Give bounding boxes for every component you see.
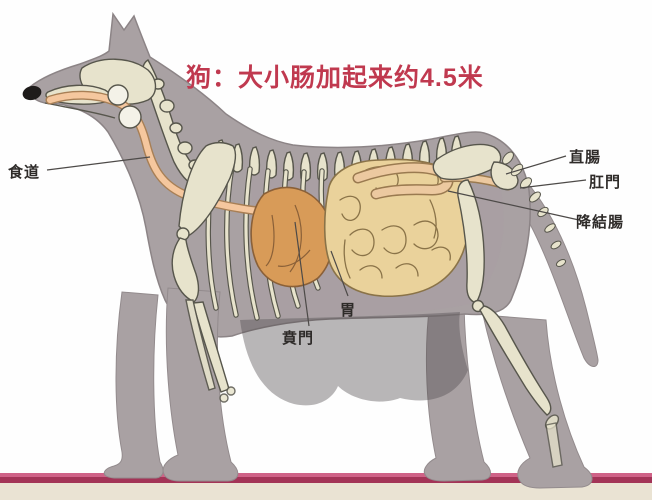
skeleton-jaw-joints [107,84,142,129]
scapula-bone [178,141,237,237]
rectum-leader-line [505,155,567,175]
ulna-bone [185,299,216,391]
esophagus-leader-line [46,156,151,171]
belly-shadow [240,312,468,406]
dog-far-legs [103,159,599,482]
label-anus: 肛門 [589,174,622,191]
ground-line-highlight [0,473,652,477]
far-front-leg [103,291,164,479]
ground-line [0,477,652,483]
diagram-title: 狗：大小肠加起来约4.5米 [186,64,484,92]
label-stomach: 胃 [340,302,357,319]
ground [0,473,652,500]
skeleton-foreleg-bones [171,141,237,403]
leader-lines [46,155,587,327]
anus-leader-line [519,179,587,189]
skeleton-pelvis [432,143,519,191]
stomach-organ [250,186,334,288]
ground-strip [0,483,652,500]
dog-nose [22,85,42,101]
cardia-leader-line [294,221,310,327]
skeleton-hindleg-bones [457,179,563,468]
label-rectum: 直腸 [569,149,602,166]
femur-bone [457,179,485,304]
skeleton-tail-bones [502,151,567,267]
far-hind-leg [423,301,491,482]
label-cardia: 賁門 [282,330,315,347]
label-descending-colon: 降結腸 [576,214,625,231]
label-esophagus: 食道 [8,164,41,181]
tibia-bone [479,305,552,416]
descending-colon-leader-line [447,190,580,221]
stomach-leader-line [330,250,349,297]
